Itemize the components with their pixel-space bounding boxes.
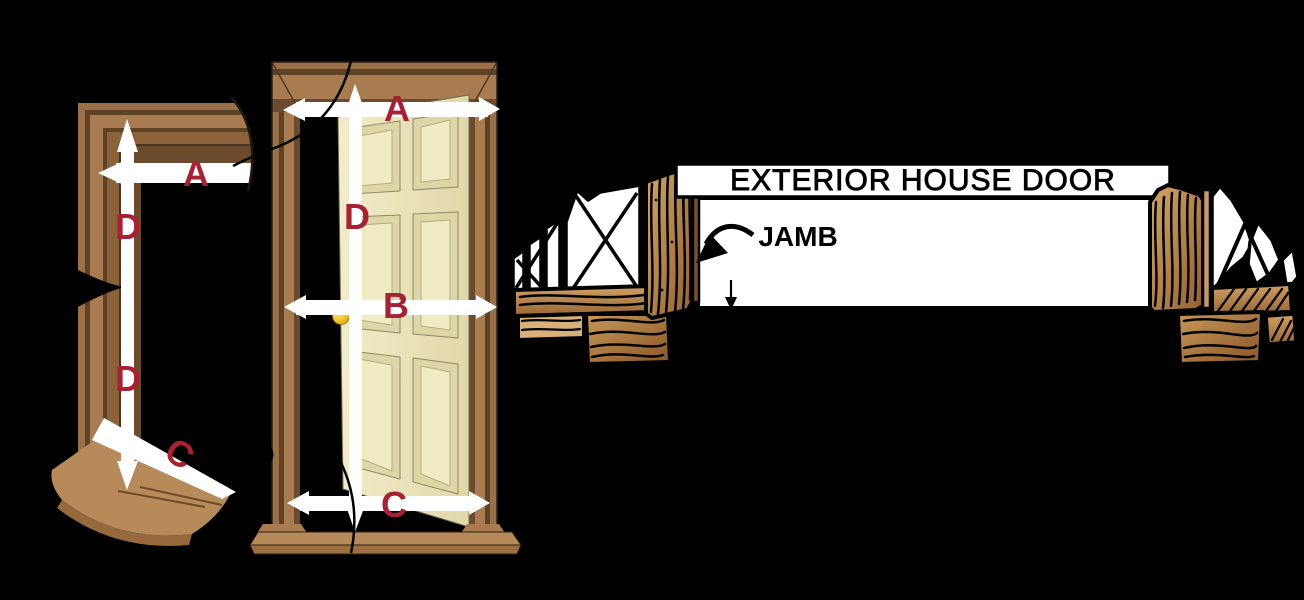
figure-corner-detail: A D D C bbox=[51, 96, 270, 546]
figure-door-front: A D B C bbox=[232, 55, 522, 555]
door-panel bbox=[412, 211, 459, 339]
door-panels bbox=[350, 111, 459, 495]
wall-sheathing-right bbox=[1210, 184, 1300, 293]
figure-cross-section: EXTERIOR HOUSE DOOR JAMB bbox=[511, 162, 1300, 367]
detail-arc-bottom bbox=[335, 454, 356, 554]
detail-arc-bottom-left bbox=[263, 440, 274, 465]
corner-arrow-a bbox=[98, 160, 256, 186]
door-arrow-d bbox=[345, 84, 366, 532]
corner-label-d-lower: D bbox=[115, 358, 141, 399]
door-arrow-a bbox=[283, 97, 500, 121]
door-arrow-c bbox=[287, 491, 490, 515]
jamb-pointer-arrowhead bbox=[696, 234, 728, 263]
jamb-reveal-strip bbox=[134, 183, 141, 452]
door-panel bbox=[350, 350, 401, 480]
down-arrow bbox=[725, 280, 737, 310]
door-panel bbox=[412, 111, 459, 191]
head-jamb-face bbox=[121, 146, 258, 163]
sill-grooves bbox=[117, 486, 223, 508]
torn-edge-line bbox=[230, 96, 254, 192]
door-panel bbox=[412, 357, 459, 495]
door-label-d: D bbox=[344, 196, 370, 237]
header-board-left bbox=[512, 283, 655, 319]
jamb-wood-right bbox=[1148, 183, 1212, 314]
stud-block-right bbox=[1175, 309, 1265, 367]
trim-board-left bbox=[516, 311, 586, 343]
detail-arc-top bbox=[232, 55, 354, 168]
title-box: EXTERIOR HOUSE DOOR bbox=[674, 162, 1172, 199]
slab-bottom-edge bbox=[690, 306, 1152, 313]
corner-label-a: A bbox=[183, 153, 209, 194]
door-label-c: C bbox=[381, 484, 407, 525]
door-label-a: A bbox=[384, 88, 410, 129]
title-text: EXTERIOR HOUSE DOOR bbox=[730, 164, 1116, 197]
sheathing-brace-lines-right bbox=[1214, 219, 1276, 291]
framing-lumber-right bbox=[1175, 281, 1298, 367]
stud-block-left bbox=[583, 312, 673, 367]
door-label-b: B bbox=[383, 285, 409, 326]
jamb-label: JAMB bbox=[758, 221, 837, 252]
jamb-callout: JAMB bbox=[696, 221, 838, 263]
frame-corner-molding bbox=[78, 103, 258, 452]
break-gap bbox=[74, 268, 124, 309]
door-sill bbox=[249, 524, 522, 555]
door-arrow-b bbox=[284, 295, 497, 319]
corner-label-d-upper: D bbox=[115, 206, 141, 247]
corner-arrow-d bbox=[117, 119, 138, 490]
door-slab-plan bbox=[700, 200, 1149, 308]
torn-edge-top bbox=[231, 96, 270, 192]
door-stop-right bbox=[1201, 188, 1212, 310]
sheathing-brace-lines-left bbox=[514, 192, 639, 293]
